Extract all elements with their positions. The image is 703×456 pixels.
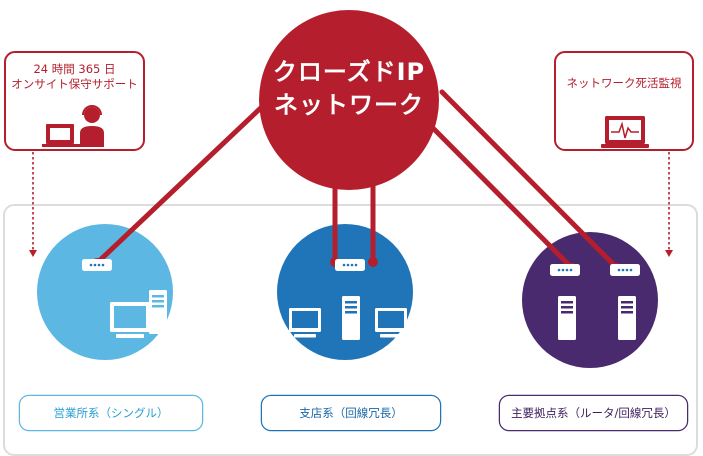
- monitoring-label: ネットワーク死活監視: [566, 76, 682, 90]
- line-main-b: [439, 89, 620, 271]
- monitor-graph-icon: [601, 116, 649, 148]
- support-service: オンサイト保守サポート: [11, 77, 138, 91]
- hub-title-line1: クローズドIP: [272, 58, 426, 86]
- closed-ip-network-hub: [259, 10, 439, 190]
- line-main-a: [417, 112, 575, 271]
- onsite-support-text: 24 時間 365 日 オンサイト保守サポート: [5, 62, 144, 92]
- main-site-label: 主要拠点系（ルータ/回線冗長）: [500, 396, 687, 430]
- router-icon: [335, 259, 365, 271]
- operator-icon: [42, 105, 104, 147]
- sites-panel: [3, 204, 698, 456]
- router-icon: [610, 264, 640, 276]
- onsite-support-box: [4, 51, 145, 151]
- monitor-arrow: [665, 152, 673, 257]
- hub-title-line2: ネットワーク: [274, 91, 424, 119]
- network-lines: [94, 82, 620, 271]
- support-arrow: [29, 152, 37, 257]
- alive-monitoring-box: [554, 51, 694, 151]
- branch-label: 支店系（回線冗長）: [262, 396, 440, 430]
- router-icon: [550, 264, 580, 276]
- support-hours: 24 時間 365 日: [33, 62, 116, 76]
- router-icon: [82, 259, 112, 271]
- line-sales: [94, 82, 288, 266]
- sales-office-label: 営業所系（シングル）: [20, 396, 202, 430]
- hub-title: クローズドIP ネットワーク: [258, 56, 440, 122]
- alive-monitoring-text: ネットワーク死活監視: [555, 76, 693, 91]
- main-site-circle: [522, 232, 658, 368]
